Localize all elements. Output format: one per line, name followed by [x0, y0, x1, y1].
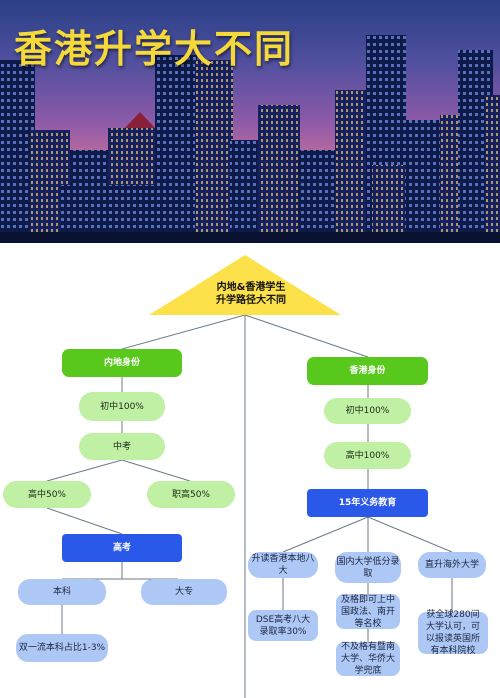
hk-path-overseas-universities: 直升海外大学: [418, 552, 486, 578]
mainland-top-university-note: 双一流本科占比1-3%: [16, 634, 108, 662]
hk-path2-note-pass: 及格即可上中国政法、南开等名校: [336, 594, 400, 629]
hk-path2-note-fail: 不及格有暨南大学、华侨大学兜底: [336, 642, 400, 676]
roof-triangle: [149, 255, 341, 315]
mainland-junior-node: 初中100%: [79, 392, 165, 421]
hero-skyline-image: 香港升学大不同: [0, 0, 500, 243]
hk-path-mainland-universities: 国内大学低分录取: [335, 552, 401, 583]
hk-compulsory-education-node: 15年义务教育: [307, 489, 428, 517]
mainland-identity-node: 内地身份: [62, 349, 182, 377]
connector-lines: [46, 255, 453, 698]
root-title-line2: 升学路径大不同: [216, 295, 286, 306]
root-title: 内地&香港学生 升学路径大不同: [196, 281, 306, 307]
hk-identity-node: 香港身份: [307, 357, 428, 385]
mainland-vocational-node: 职高50%: [147, 481, 235, 508]
mainland-senior-node: 高中50%: [3, 481, 91, 508]
hk-path-local-universities: 升读香港本地八大: [248, 552, 318, 578]
hk-path1-note: DSE高考八大录取率30%: [248, 610, 318, 641]
education-path-diagram: 内地&香港学生 升学路径大不同 内地身份 初中100% 中考 高中50% 职高5…: [0, 243, 500, 698]
mainland-bachelor-node: 本科: [18, 579, 106, 605]
hk-junior-node: 初中100%: [324, 398, 411, 424]
skyline-illustration: [0, 35, 500, 243]
mainland-zhongkao-node: 中考: [79, 433, 165, 460]
root-title-line1: 内地&香港学生: [216, 282, 286, 293]
hk-path3-note: 获全球280间大学认可，可以报读英国所有本科院校: [418, 610, 488, 656]
hk-senior-node: 高中100%: [324, 442, 411, 469]
mainland-college-node: 大专: [141, 579, 227, 605]
mainland-gaokao-node: 高考: [62, 534, 182, 562]
hero-title: 香港升学大不同: [14, 27, 295, 71]
